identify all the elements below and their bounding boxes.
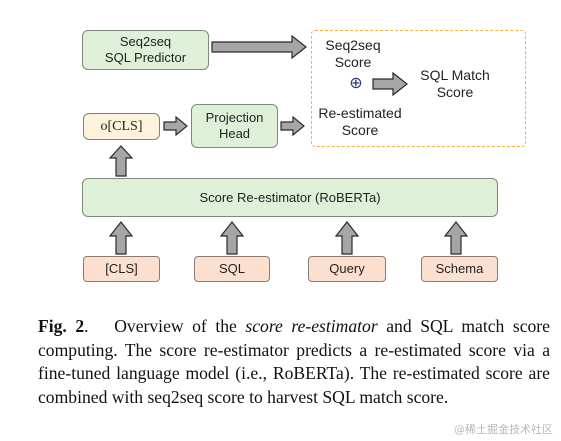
o-cls-label: o[CLS] [100, 118, 143, 134]
arrow-projection-to-score [280, 115, 305, 137]
arrow-plus-to-match [372, 71, 408, 97]
arrow-reestimator-to-ocls [108, 145, 134, 177]
combine-plus-icon: ⊕ [349, 75, 363, 92]
arrow-predictor-to-score [211, 34, 307, 60]
arrow-schema-up [443, 221, 469, 255]
seq2seq-score-label: Seq2seq Score [325, 37, 381, 70]
caption-text-b: and SQL match score computing. The score… [38, 316, 550, 407]
input-query-box: Query [308, 256, 386, 282]
caption-italic-term: score re-estimator [245, 316, 378, 336]
figure-caption: Fig. 2. Overview of the score re-estimat… [38, 315, 550, 409]
figure-label: Fig. 2 [38, 316, 85, 336]
input-schema-box: Schema [421, 256, 498, 282]
watermark-text: @稀土掘金技术社区 [454, 423, 553, 436]
seq2seq-sql-predictor-box: Seq2seq SQL Predictor [82, 30, 209, 70]
projection-head-box: Projection Head [191, 104, 278, 148]
arrow-sql-up [219, 221, 245, 255]
o-cls-box: o[CLS] [83, 113, 160, 140]
figure-label-period: . [84, 316, 89, 336]
arrow-query-up [334, 221, 360, 255]
score-output-container [311, 30, 526, 147]
score-reestimator-box: Score Re-estimator (RoBERTa) [82, 178, 498, 217]
arrow-ocls-to-projection [163, 115, 188, 137]
reestimated-score-label: Re-estimated Score [318, 105, 402, 138]
caption-text-a: Overview of the [114, 316, 246, 336]
arrow-cls-up [108, 221, 134, 255]
input-cls-box: [CLS] [83, 256, 160, 282]
input-sql-box: SQL [194, 256, 270, 282]
sql-match-score-label: SQL Match Score [420, 67, 490, 100]
